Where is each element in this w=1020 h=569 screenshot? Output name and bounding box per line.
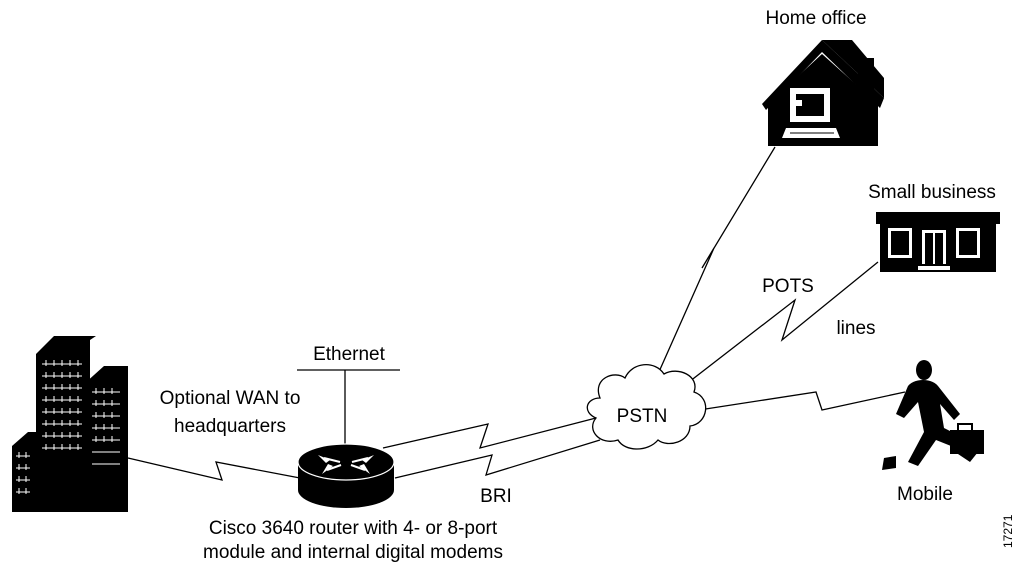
pots-line-home [649,146,776,393]
router-icon [297,443,395,508]
pots-label: POTS [762,276,814,297]
pots-line-business [675,261,879,393]
pstn-mobile-link [685,391,906,413]
cloud-icon [586,364,707,450]
running-person-icon [882,360,984,470]
wan-label-line2: headquarters [174,416,286,437]
home-office-label: Home office [765,8,866,29]
house-with-computer-icon [762,40,884,146]
small-business-label: Small business [868,182,996,203]
router-pstn-link-bri [394,439,601,479]
wan-label-line1: Optional WAN to [160,388,301,409]
ethernet-label: Ethernet [313,344,386,365]
wan-link [127,457,301,481]
pstn-label: PSTN [617,406,668,427]
router-caption-line1: Cisco 3640 router with 4- or 8-port [209,518,498,539]
figure-id: 17271 [1001,514,1015,548]
router-caption-line2: module and internal digital modems [203,542,503,563]
router-pstn-link-upper [382,417,597,449]
office-buildings-icon [12,336,128,512]
storefront-icon [876,212,1000,272]
bri-label: BRI [480,486,512,507]
mobile-label: Mobile [897,484,953,505]
lines-label: lines [836,318,875,339]
